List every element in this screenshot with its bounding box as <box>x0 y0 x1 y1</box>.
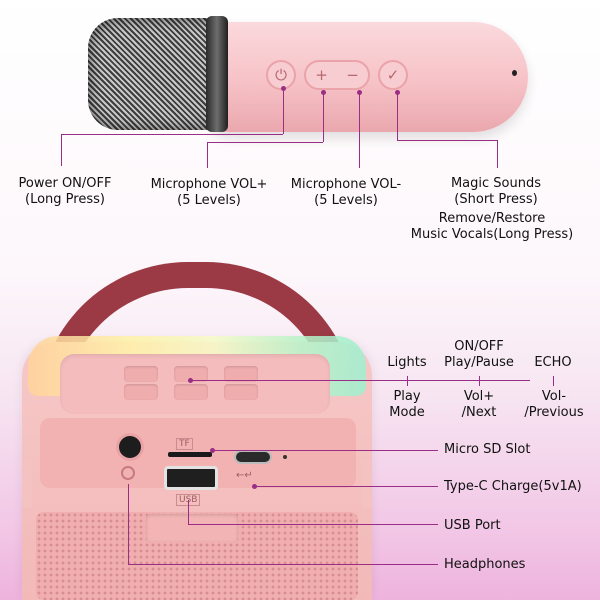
callout-dot-power <box>281 86 286 91</box>
charge-icon: ←↵ <box>236 470 253 481</box>
label-onoff-play-pause: ON/OFF Play/Pause <box>444 339 514 370</box>
callout-dot-top <box>188 378 193 383</box>
magic-icon: ✓ <box>386 66 400 84</box>
tick-lights <box>407 376 408 386</box>
speaker-grille <box>36 512 358 600</box>
side-strip-left <box>22 460 32 508</box>
callout-line-power-up <box>283 88 284 134</box>
label-micro-sd: Micro SD Slot <box>444 442 531 457</box>
callout-dot-volup <box>321 90 326 95</box>
tick-onoff <box>479 376 480 386</box>
callout-dot-voldown <box>357 90 362 95</box>
power-icon: ⏻ <box>275 66 287 84</box>
mic-grille <box>88 18 218 130</box>
label-power: Power ON/OFF (Long Press) <box>18 176 112 207</box>
callout-dot-magic <box>395 90 400 95</box>
magic-sounds-button[interactable]: ✓ <box>378 60 408 90</box>
callout-line-magic-h <box>397 140 497 141</box>
play-mode-button[interactable] <box>124 384 158 400</box>
charge-indicator-led <box>283 455 287 459</box>
callout-line-magic-v <box>497 140 498 168</box>
label-play-mode: Play Mode <box>389 389 425 420</box>
callout-dot-sd <box>210 448 215 453</box>
label-vol-next: Vol+ /Next <box>461 389 497 420</box>
mic-indicator-led <box>512 70 517 76</box>
type-c-port[interactable] <box>234 450 272 464</box>
callout-line-volup-h <box>207 142 323 143</box>
label-mic-vol-down: Microphone VOL- (5 Levels) <box>290 177 402 208</box>
label-magic-sounds: Magic Sounds (Short Press) <box>450 176 542 207</box>
label-mic-vol-up: Microphone VOL+ (5 Levels) <box>150 177 268 208</box>
label-vol-previous: Vol- /Previous <box>524 389 584 420</box>
callout-line-voldown <box>359 92 360 168</box>
usb-port[interactable] <box>164 466 218 490</box>
microphone: ⏻ + − ✓ <box>88 14 528 132</box>
label-type-c: Type-C Charge(5v1A) <box>444 479 582 494</box>
mic-ring <box>206 16 228 132</box>
label-lights: Lights <box>387 355 427 370</box>
label-remove-vocals: Remove/Restore Music Vocals(Long Press) <box>410 211 574 242</box>
callout-line-usb-h <box>188 524 438 525</box>
label-echo: ECHO <box>534 355 572 370</box>
label-headphones: Headphones <box>444 557 526 572</box>
echo-button[interactable] <box>224 366 258 382</box>
vol-prev-button[interactable] <box>224 384 258 400</box>
headphone-icon <box>121 466 135 480</box>
headphone-jack[interactable] <box>119 436 141 458</box>
label-usb-port: USB Port <box>444 518 501 533</box>
tf-label: TF <box>176 438 193 450</box>
callout-line-volup-up <box>323 92 324 142</box>
callout-line-headphones-h <box>128 564 438 565</box>
callout-line-magic-up <box>397 92 398 140</box>
minus-icon[interactable]: − <box>346 66 359 84</box>
callout-line-usb-v <box>188 500 189 524</box>
play-pause-button[interactable] <box>174 366 208 382</box>
callout-line-top-buttons <box>190 380 530 381</box>
label-plate <box>146 514 238 542</box>
vol-next-button[interactable] <box>174 384 208 400</box>
power-button[interactable]: ⏻ <box>266 60 296 90</box>
callout-line-typec <box>254 486 438 487</box>
callout-line-volup-v <box>207 142 208 168</box>
callout-line-power-v <box>61 134 62 166</box>
plus-icon[interactable]: + <box>315 66 328 84</box>
tick-echo <box>553 376 554 386</box>
callout-line-power-h <box>61 134 283 135</box>
micro-sd-slot[interactable] <box>168 452 212 457</box>
callout-line-headphones-v <box>128 484 129 564</box>
callout-line-sd <box>212 450 438 451</box>
side-strip-right <box>362 460 372 508</box>
callout-dot-typec <box>252 484 257 489</box>
volume-rocker[interactable]: + − <box>304 60 370 90</box>
lights-button[interactable] <box>124 366 158 382</box>
